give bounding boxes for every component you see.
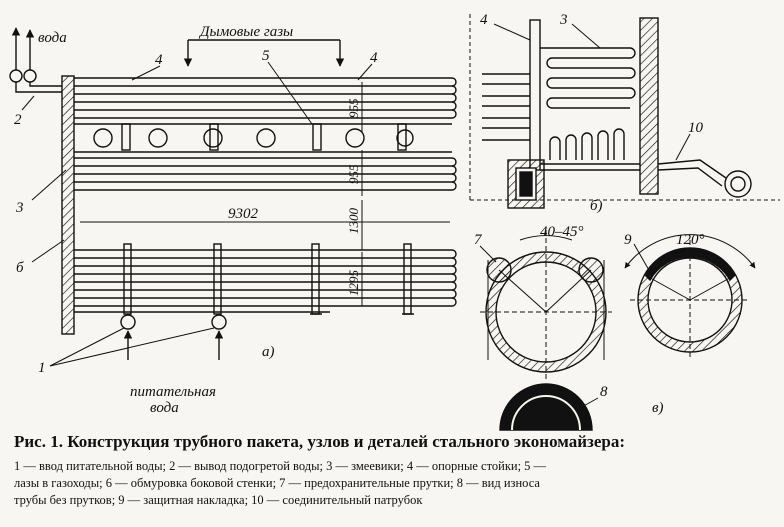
label-9: 9 bbox=[624, 232, 632, 248]
label-6: б bbox=[16, 260, 24, 276]
outlet-collector-b bbox=[730, 176, 746, 192]
coil-bank-middle bbox=[74, 157, 457, 191]
leader-line bbox=[31, 169, 67, 201]
header-pipe-b bbox=[529, 19, 541, 171]
outlet-header bbox=[9, 69, 23, 83]
label-10: 10 bbox=[688, 120, 704, 136]
serpentine-coil bbox=[540, 47, 636, 109]
label-b-3: 3 bbox=[559, 12, 568, 28]
inlet-header bbox=[211, 314, 227, 330]
label-2: 2 bbox=[14, 112, 22, 128]
economizer-figure: вода Дымовые газы 1 2 3 4 4 5 б питатель… bbox=[9, 12, 780, 431]
label-3: 3 bbox=[15, 200, 24, 216]
figure-caption: Рис. 1. Конструкция трубного пакета, узл… bbox=[14, 432, 626, 451]
coil-bank-lower bbox=[74, 249, 457, 307]
support-posts-lower bbox=[123, 243, 414, 315]
leader-line bbox=[131, 65, 161, 81]
figure-legend: 1 — ввод питательной воды; 2 — вывод под… bbox=[14, 458, 774, 509]
dim-1300: 1300 bbox=[346, 208, 361, 235]
leader-line bbox=[267, 61, 313, 125]
label-8: 8 bbox=[600, 384, 608, 400]
u-bends-b bbox=[549, 128, 625, 160]
dim-955a: 955 bbox=[346, 98, 361, 118]
panel-b bbox=[469, 14, 780, 209]
manhole bbox=[345, 128, 365, 148]
dim-1295: 1295 bbox=[346, 270, 361, 297]
angle-40-45: 40–45° bbox=[540, 224, 584, 240]
panel-a bbox=[9, 27, 457, 367]
dim-9302: 9302 bbox=[228, 206, 259, 222]
manhole bbox=[256, 128, 276, 148]
leader-line bbox=[31, 239, 65, 263]
label-7: 7 bbox=[474, 232, 483, 248]
support-posts-upper bbox=[121, 123, 407, 151]
coils-b-left bbox=[482, 73, 530, 141]
label-water: вода bbox=[38, 30, 67, 46]
protective-shield bbox=[644, 248, 736, 282]
angle-120: 120° bbox=[676, 232, 705, 248]
manhole bbox=[93, 128, 113, 148]
label-feed-water-1: питательная bbox=[130, 384, 216, 400]
label-feed-water-2: вода bbox=[150, 400, 179, 416]
label-b-4: 4 bbox=[480, 12, 488, 28]
label-4a: 4 bbox=[155, 52, 163, 68]
label-flue-gases: Дымовые газы bbox=[198, 24, 293, 40]
label-sub-b: б) bbox=[590, 198, 603, 214]
worn-pipe bbox=[499, 383, 593, 431]
outlet-collector-b bbox=[724, 170, 752, 198]
side-wall bbox=[61, 75, 75, 335]
leader-line bbox=[49, 327, 215, 367]
label-1: 1 bbox=[38, 360, 46, 376]
legend-line-2: лазы в газоходы; 6 — обмуровка боковой с… bbox=[14, 476, 540, 490]
connecting-pipe bbox=[657, 159, 727, 187]
label-4b: 4 bbox=[370, 50, 378, 66]
panel-c bbox=[479, 230, 756, 431]
inlet-header bbox=[120, 314, 136, 330]
coil-bank-upper bbox=[74, 77, 457, 119]
legend-line-3: трубы без прутков; 9 — защитная накладка… bbox=[14, 493, 423, 507]
label-sub-a: а) bbox=[262, 344, 275, 360]
legend-line-1: 1 — ввод питательной воды; 2 — вывод под… bbox=[14, 459, 547, 473]
manhole bbox=[396, 129, 414, 147]
manhole bbox=[203, 128, 223, 148]
outlet-pipe bbox=[15, 82, 62, 93]
label-sub-c: в) bbox=[652, 400, 664, 416]
manhole bbox=[148, 128, 168, 148]
dim-955b: 955 bbox=[346, 164, 361, 184]
wall-b bbox=[639, 17, 659, 195]
leader-line bbox=[21, 95, 35, 111]
label-5: 5 bbox=[262, 48, 270, 64]
outlet-header bbox=[23, 69, 37, 83]
leader-line bbox=[357, 63, 373, 81]
